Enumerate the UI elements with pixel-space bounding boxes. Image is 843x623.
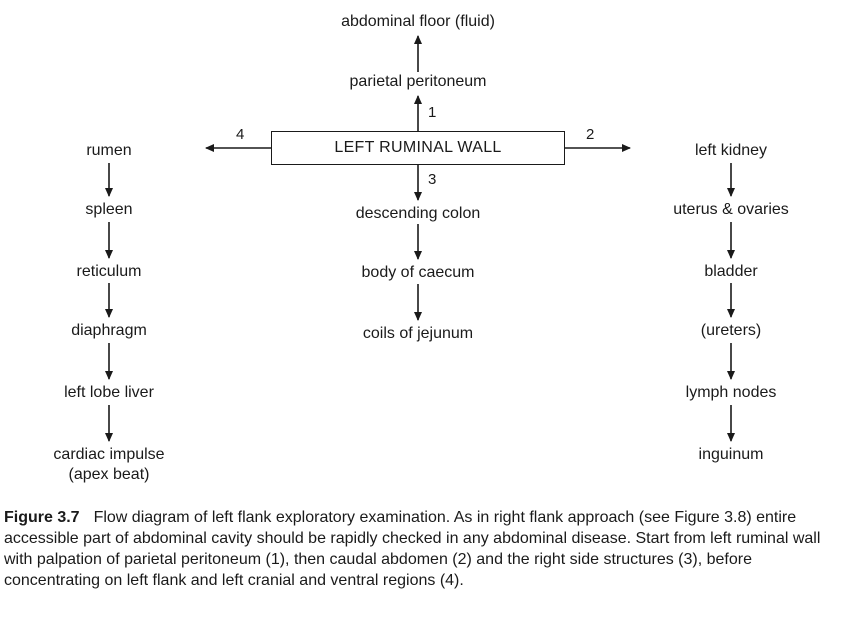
- node-descending-colon: descending colon: [355, 205, 481, 222]
- node-rumen: rumen: [86, 142, 132, 159]
- node-diaphragm: diaphragm: [71, 322, 147, 339]
- center-box-left-ruminal-wall: LEFT RUMINAL WALL: [271, 131, 565, 165]
- figure-label: Figure 3.7: [4, 509, 80, 526]
- node-parietal-peritoneum: parietal peritoneum: [349, 73, 487, 90]
- node-spleen: spleen: [85, 201, 133, 218]
- node-cardiac-impulse-line1: cardiac impulse: [53, 446, 165, 463]
- branch-number-4: 4: [236, 126, 245, 143]
- node-bladder: bladder: [704, 263, 758, 280]
- node-reticulum: reticulum: [76, 263, 142, 280]
- node-cardiac-impulse-line2: (apex beat): [68, 466, 150, 483]
- figure-caption-text: Flow diagram of left flank exploratory e…: [4, 509, 821, 589]
- branch-number-2: 2: [586, 126, 595, 143]
- node-body-of-caecum: body of caecum: [361, 264, 475, 281]
- branch-number-3: 3: [428, 171, 437, 188]
- node-coils-of-jejunum: coils of jejunum: [362, 325, 474, 342]
- node-lymph-nodes: lymph nodes: [685, 384, 777, 401]
- node-abdominal-floor: abdominal floor (fluid): [341, 13, 495, 30]
- center-box-label: LEFT RUMINAL WALL: [334, 139, 502, 156]
- node-left-kidney: left kidney: [694, 142, 768, 159]
- node-uterus-ovaries: uterus & ovaries: [673, 201, 789, 218]
- node-ureters: (ureters): [700, 322, 762, 339]
- node-left-lobe-liver: left lobe liver: [64, 384, 154, 401]
- branch-number-1: 1: [428, 104, 437, 121]
- node-inguinum: inguinum: [698, 446, 764, 463]
- node-cardiac-impulse: cardiac impulse (apex beat): [53, 445, 164, 485]
